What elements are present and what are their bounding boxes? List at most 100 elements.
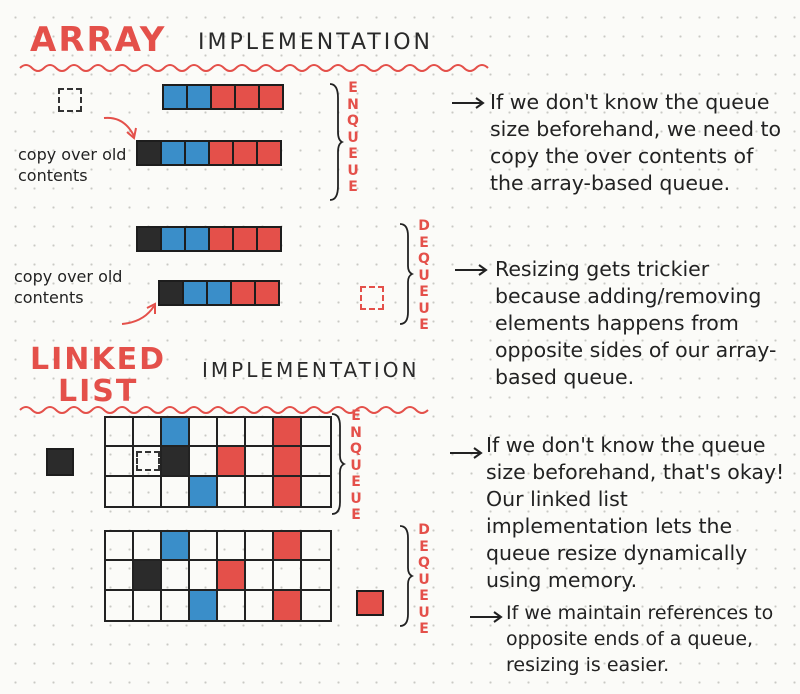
removed-node [356, 590, 384, 616]
array-cell-black [136, 140, 162, 166]
array-cell-red [208, 140, 234, 166]
memory-cell [218, 561, 246, 591]
enqueue-brace-icon [329, 83, 345, 201]
memory-cell [302, 477, 330, 506]
copy-label-enqueue: copy over old contents [18, 145, 127, 185]
array-cell-blue [162, 84, 188, 110]
memory-cell [106, 447, 134, 477]
memory-grid-dequeue [104, 530, 332, 622]
dequeue-brace-icon [399, 223, 415, 325]
memory-cell [302, 418, 330, 448]
memory-cell [302, 591, 330, 620]
memory-cell [302, 447, 330, 477]
linked-title-line2: LIST [58, 374, 139, 409]
copy-label-dequeue: copy over old contents [14, 267, 123, 307]
enqueue-label: ENQUEUE [347, 80, 359, 195]
memory-cell [162, 447, 190, 477]
memory-cell [134, 590, 162, 620]
memory-cell [134, 476, 162, 506]
memory-grid-enqueue [104, 416, 332, 508]
removed-element-placeholder [360, 286, 384, 310]
memory-cell [218, 476, 246, 506]
array-cell-blue [206, 280, 232, 306]
array-cell-blue [160, 140, 186, 166]
array-cell-blue [186, 84, 212, 110]
memory-cell [274, 447, 302, 477]
new-element-placeholder [58, 88, 82, 112]
linked-dequeue-note: If we maintain references to opposite en… [506, 602, 774, 676]
memory-cell [162, 476, 190, 506]
arrow-right-icon [455, 264, 488, 276]
new-node [46, 448, 74, 476]
array-title: ARRAY [30, 20, 167, 60]
curved-arrow-icon [121, 302, 156, 325]
arrow-right-icon [450, 447, 483, 459]
memory-cell [162, 561, 190, 591]
dequeue-label: DEQUEUE [418, 218, 430, 333]
array-cell-red [256, 226, 282, 252]
memory-cell [246, 447, 274, 477]
memory-cell [274, 532, 302, 562]
memory-cell [190, 447, 218, 477]
memory-cell [274, 561, 302, 591]
array-before-dequeue [136, 226, 282, 252]
array-cell-red [234, 84, 260, 110]
memory-cell [134, 532, 162, 562]
memory-cell [190, 476, 218, 506]
memory-cell [246, 532, 274, 562]
memory-cell [218, 418, 246, 448]
memory-cell [246, 590, 274, 620]
memory-cell [162, 532, 190, 562]
array-cell-blue [184, 140, 210, 166]
linked-title-underline [19, 406, 429, 414]
array-before-enqueue [162, 84, 284, 110]
array-cell-red [232, 226, 258, 252]
array-cell-black [136, 226, 162, 252]
memory-cell [134, 561, 162, 591]
array-subtitle: IMPLEMENTATION [198, 30, 434, 55]
array-cell-red [254, 280, 280, 306]
memory-cell [218, 447, 246, 477]
array-cell-red [230, 280, 256, 306]
memory-cell [190, 590, 218, 620]
array-cell-blue [160, 226, 186, 252]
memory-cell [162, 590, 190, 620]
memory-cell [246, 418, 274, 448]
arrow-right-icon [452, 97, 485, 109]
memory-cell [190, 418, 218, 448]
memory-cell [106, 590, 134, 620]
empty-slot-marker [276, 594, 300, 615]
array-cell-red [258, 84, 284, 110]
enqueue-brace-icon [331, 413, 347, 515]
array-enqueue-note: If we don't know the queue size beforeha… [490, 90, 782, 195]
memory-cell [302, 561, 330, 591]
array-after-enqueue [136, 140, 282, 166]
memory-cell [106, 418, 134, 448]
memory-cell [246, 476, 274, 506]
array-after-dequeue [158, 280, 280, 306]
memory-cell [302, 532, 330, 562]
memory-cell [106, 561, 134, 591]
memory-cell [106, 532, 134, 562]
memory-cell [274, 476, 302, 506]
dequeue-label: DEQUEUE [418, 522, 430, 637]
memory-cell [190, 532, 218, 562]
array-cell-red [232, 140, 258, 166]
array-cell-red [256, 140, 282, 166]
memory-cell [218, 590, 246, 620]
dequeue-brace-icon [399, 525, 415, 627]
memory-cell [218, 532, 246, 562]
memory-cell [274, 418, 302, 448]
arrow-right-icon [470, 611, 503, 623]
array-cell-blue [182, 280, 208, 306]
memory-cell [106, 476, 134, 506]
linked-enqueue-note: If we don't know the queue size beforeha… [486, 433, 785, 592]
linked-title-line1: LINKED [30, 342, 167, 377]
enqueue-label: ENQUEUE [350, 408, 362, 523]
memory-cell [134, 418, 162, 448]
array-cell-blue [184, 226, 210, 252]
linked-subtitle: IMPLEMENTATION [202, 358, 420, 382]
empty-slot-marker [136, 451, 160, 472]
array-dequeue-note: Resizing gets trickier because adding/re… [495, 257, 777, 389]
curved-arrow-icon [103, 116, 137, 140]
